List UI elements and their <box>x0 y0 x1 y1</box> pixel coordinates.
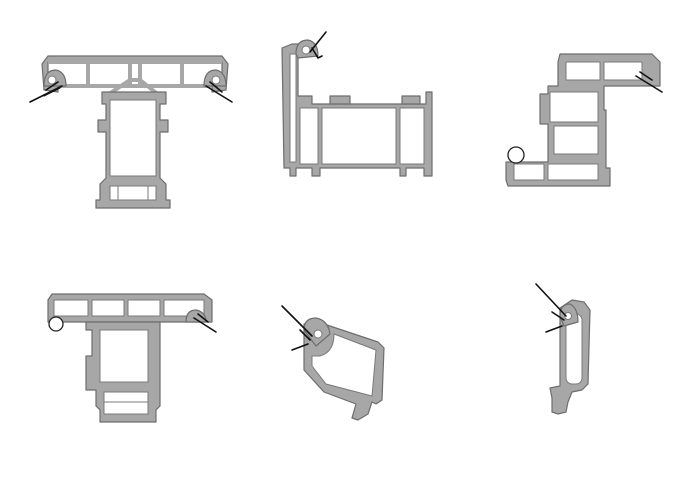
profile-5-chamber <box>311 333 377 397</box>
profile-6-seal-hole <box>564 312 572 320</box>
profile-1-stem-lower-chamber <box>109 185 157 201</box>
profile-1-chamber-walls <box>86 62 184 86</box>
profile-2-chamber-c <box>399 107 425 165</box>
profile-5-gasket <box>281 305 313 351</box>
profile-6-gasket <box>535 283 567 333</box>
profile-t-mullion-double-seal <box>29 55 233 209</box>
profile-1-left-gasket-lip <box>29 81 63 103</box>
profile-1-left-seal-hole <box>47 75 57 85</box>
profile-2-clip-left <box>329 95 351 105</box>
profile-3-gasket <box>635 71 663 93</box>
profile-4-seal-housing <box>185 309 207 323</box>
profile-1-stem-ribs <box>117 186 149 200</box>
profile-2-seal-hole <box>301 45 311 55</box>
profile-4-bead <box>48 316 64 332</box>
profile-4-stem-lower-chamber <box>103 391 149 415</box>
profile-1-right-seal-hole <box>211 75 221 85</box>
profile-2-gasket <box>309 31 327 60</box>
profile-2-clip-right <box>401 95 421 105</box>
profile-2-left-chamber <box>289 53 297 163</box>
profile-3-top-chamber-a <box>565 61 601 81</box>
profile-3-foot-chamber-b <box>547 163 599 181</box>
profile-2-chamber-b <box>321 107 397 165</box>
profile-glazing-bead-narrow <box>535 283 591 415</box>
profile-4-gasket <box>193 313 217 333</box>
profile-1-right-gasket-lip <box>205 81 233 103</box>
profile-4-chamber-a <box>53 299 89 317</box>
profile-3-foot-chamber-a <box>513 163 545 181</box>
profile-1-bridge <box>104 78 162 98</box>
profile-glazing-bead-sloped <box>281 305 385 421</box>
profile-5-seal-hole <box>313 329 323 339</box>
profile-3-top-chamber-b <box>603 61 643 81</box>
profile-t-mullion-bead-seal <box>47 293 217 423</box>
profile-4-stem-chamber <box>99 329 149 383</box>
profile-3-lower-chamber <box>553 125 599 155</box>
profile-sash-frame-top-seal <box>281 31 433 177</box>
profile-1-stem-chamber <box>109 99 157 177</box>
profile-4-chamber-b <box>91 299 125 317</box>
profile-3-bead <box>507 146 525 164</box>
profile-z-frame-with-bead <box>505 53 663 187</box>
profile-3-mid-chamber <box>549 91 599 123</box>
profile-2-chamber-a <box>299 107 319 165</box>
profile-4-chamber-c <box>127 299 161 317</box>
